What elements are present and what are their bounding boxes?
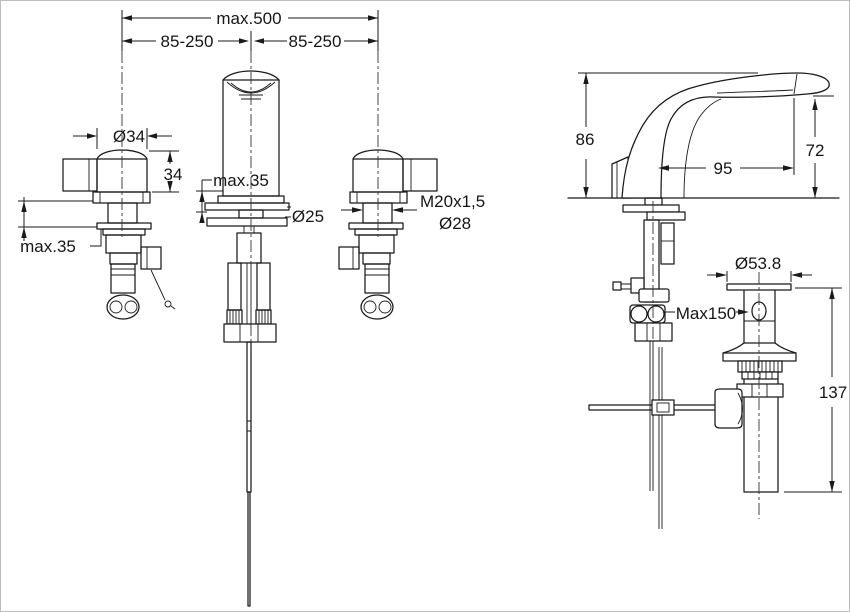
drain-bell [722,342,797,354]
side-mounting [588,197,715,529]
dim-rod-adjustment: Max150 [663,304,749,323]
left-escutcheon-bottom [102,228,146,236]
dim-overall-width: max.500 [121,9,379,51]
spout-front [204,70,291,607]
right-escutcheon-top [348,222,404,230]
left-valve-body [105,234,142,254]
right-valve-side-port [338,246,360,270]
spout-profile [621,72,830,199]
pivot-ball-nut [714,388,743,429]
dim-hole-spacing: 85-250 85-250 [122,32,378,51]
drain-assembly: Ø53.8 Max150 137 [663,254,847,493]
hose-section-left [630,305,648,323]
drain-flange-diameter-label: Ø53.8 [735,254,781,273]
drain-washer [722,352,797,362]
mounting-nut [223,323,277,343]
spout-flange-upper [204,202,290,211]
right-spacing-label: 85-250 [289,32,342,51]
left-valve-side-port [140,246,162,270]
drain-tailpipe [743,378,779,493]
dim-handle-height: 34 [149,150,183,193]
right-handle-base-ring [349,191,408,204]
dim-deck-max-left: max.35 [18,197,102,256]
left-supply-shank [110,263,136,294]
side-lift-rod-2 [658,347,663,529]
spout-reach-label: 95 [714,159,733,178]
deck-max-spout-label: max.35 [213,171,269,190]
popup-lift-rod-lower [247,491,251,607]
side-mounting-nut [634,322,673,342]
spout-flange-lower [206,217,288,227]
left-handle-lever [62,158,98,192]
drain-hex-coupling [736,383,784,398]
dim-shank-thread: M20x1,5 Ø28 [341,192,485,233]
seal-washer-symbol [164,300,172,308]
dim-tailpiece-length: 137 [784,287,847,493]
overall-height-label: 86 [576,130,595,149]
rod-adjustment-label: Max150 [676,304,736,323]
right-supply-shank [364,263,390,294]
dim-outlet-height: 72 [806,99,825,198]
rod-clamp-lower [651,399,675,416]
handle-height-label: 34 [164,165,183,184]
left-seal-leader [150,269,166,301]
dim-spout-reach: 95 [658,98,795,178]
hose-section-right [647,305,665,323]
dim-handle-diameter: Ø34 [73,127,172,149]
drain-thread-ring-1 [737,360,783,373]
handle-diameter-label: Ø34 [113,127,145,146]
side-hose [660,222,675,265]
tailpiece-length-label: 137 [819,383,847,402]
shank-diameter-label: Ø28 [439,214,471,233]
side-escutcheon [622,204,680,213]
dim-overall-height: 86 [576,72,758,198]
spout-mounting-block [236,232,262,264]
left-handle-stem [107,202,138,224]
right-handle-front [338,149,438,320]
left-coupling-nut [106,294,140,320]
right-handle-stem [362,202,393,224]
shank-thread-label: M20x1,5 [420,192,485,211]
spout-shank-diameter-label: Ø25 [292,207,324,226]
outlet-height-label: 72 [806,141,825,160]
rod-clamp-upper [638,288,670,303]
dim-drain-flange-diameter: Ø53.8 [707,254,812,282]
left-spacing-label: 85-250 [161,32,214,51]
centerlines [121,51,760,519]
overall-width-label: max.500 [216,9,281,28]
left-handle-base-ring [92,191,151,204]
left-handle-front [62,149,176,320]
side-lift-rod [649,341,654,491]
side-view: 86 95 72 [567,72,840,529]
spout-top-dome [222,70,280,81]
right-coupling-nut [360,294,394,320]
right-handle-lever [402,158,438,192]
deck-max-left-label: max.35 [20,237,76,256]
right-escutcheon-bottom [354,228,398,236]
front-view: max.500 85-250 85-250 Ø34 34 [18,9,485,607]
supply-hose-left [227,262,242,311]
supply-hose-right [256,262,271,311]
popup-lift-rod [246,341,252,493]
left-escutcheon-top [96,222,152,230]
right-valve-body [358,234,395,254]
dim-deck-max-spout: max.35 [196,171,269,223]
